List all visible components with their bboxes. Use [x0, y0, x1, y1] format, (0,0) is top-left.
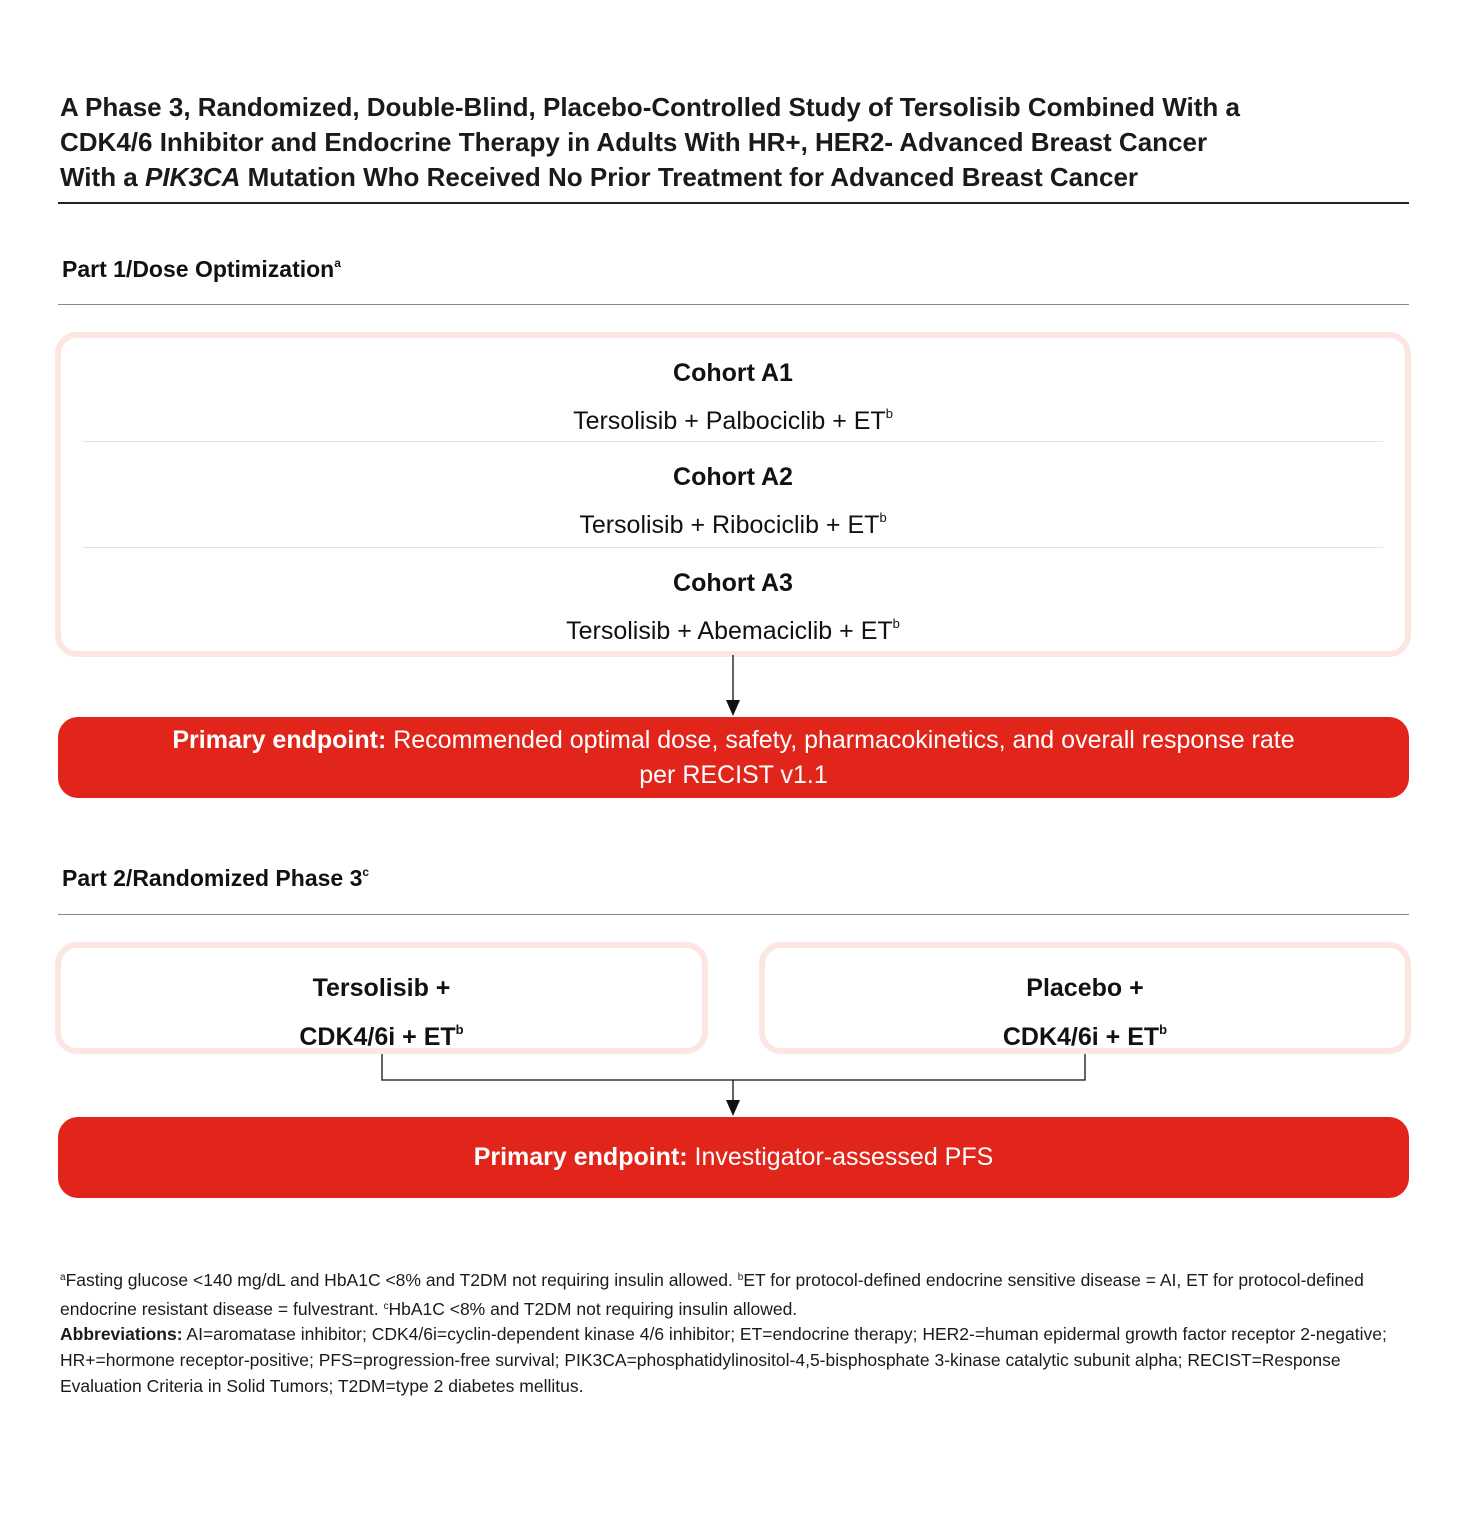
part2-endpoint-text: Primary endpoint: Investigator-assessed … — [474, 1140, 994, 1175]
cohort-a3-name: Cohort A3 — [673, 569, 793, 597]
cohort-a2-footnote: b — [879, 510, 887, 525]
arrowhead-icon — [726, 700, 740, 716]
part1-endpoint-label: Primary endpoint: — [172, 725, 387, 754]
part2-primary-endpoint: Primary endpoint: Investigator-assessed … — [58, 1117, 1409, 1198]
part1-heading-footnote: a — [334, 256, 341, 270]
footnote-b-marker: b — [737, 1272, 744, 1283]
cohort-a3: Cohort A3 Tersolisib + Abemaciclib + ETb — [61, 568, 1405, 646]
part1-primary-endpoint: Primary endpoint: Recommended optimal do… — [58, 717, 1409, 798]
cohort-a3-regimen-text: Tersolisib + Abemaciclib + ET — [566, 617, 893, 645]
part2-heading-footnote: c — [362, 865, 370, 879]
footnote-c: HbA1C <8% and T2DM not requiring insulin… — [388, 1298, 798, 1319]
arm-placebo-footnote: b — [1159, 1022, 1168, 1037]
part1-rule — [58, 304, 1409, 305]
footnote-a-marker: a — [60, 1272, 66, 1283]
arm-placebo: Placebo + CDK4/6i + ETb — [765, 968, 1405, 1058]
cohort-divider — [83, 547, 1383, 548]
arm-tersolisib-line1: Tersolisib + — [312, 974, 451, 1002]
footnotes: aFasting glucose <140 mg/dL and HbA1C <8… — [60, 1265, 1410, 1400]
cohort-divider — [83, 441, 1383, 442]
arm-placebo-line1: Placebo + — [1026, 974, 1144, 1002]
arm-tersolisib-line2-text: CDK4/6i + ET — [299, 1023, 456, 1051]
cohort-box: Cohort A1 Tersolisib + Palbociclib + ETb… — [55, 332, 1411, 657]
part2-rule — [58, 914, 1409, 915]
cohort-a1-footnote: b — [885, 406, 893, 421]
arm-placebo-box: Placebo + CDK4/6i + ETb — [759, 942, 1411, 1054]
part2-heading: Part 2/Randomized Phase 3c — [62, 865, 369, 892]
abbreviations-text: AI=aromatase inhibitor; CDK4/6i=cyclin-d… — [60, 1324, 1387, 1396]
part2-endpoint-value: Investigator-assessed PFS — [687, 1143, 994, 1171]
arrowhead-icon — [726, 1100, 740, 1116]
part1-endpoint-line1: Recommended optimal dose, safety, pharma… — [386, 725, 1295, 754]
arm-tersolisib: Tersolisib + CDK4/6i + ETb — [61, 968, 702, 1058]
arm-placebo-line2: CDK4/6i + ETb — [765, 1009, 1405, 1058]
title-line-3-start: With a — [60, 162, 145, 192]
arm-placebo-line2-text: CDK4/6i + ET — [1002, 1023, 1160, 1051]
cohort-a1-name: Cohort A1 — [673, 359, 793, 387]
title-line-3-end: Mutation Who Received No Prior Treatment… — [240, 162, 1139, 192]
part2-merge-line — [381, 1054, 1086, 1081]
title-line-1: A Phase 3, Randomized, Double-Blind, Pla… — [60, 92, 1240, 122]
cohort-a3-footnote: b — [892, 616, 900, 631]
title-gene-name: PIK3CA — [144, 162, 241, 192]
abbreviations-label: Abbreviations: — [60, 1324, 183, 1345]
footnote-a: Fasting glucose <140 mg/dL and HbA1C <8%… — [65, 1270, 738, 1290]
footnote-b: ET for protocol-defined endocrine sensit… — [60, 1270, 1364, 1319]
cohort-a2-name: Cohort A2 — [673, 463, 793, 491]
arm-tersolisib-box: Tersolisib + CDK4/6i + ETb — [55, 942, 708, 1054]
part2-heading-text: Part 2/Randomized Phase 3 — [62, 865, 363, 891]
part1-heading-text: Part 1/Dose Optimization — [62, 256, 335, 282]
cohort-a2: Cohort A2 Tersolisib + Ribociclib + ETb — [61, 462, 1405, 540]
cohort-a3-regimen: Tersolisib + Abemaciclib + ETb — [61, 609, 1405, 646]
cohort-a2-regimen: Tersolisib + Ribociclib + ETb — [61, 503, 1405, 540]
footnote-c-marker: c — [383, 1300, 389, 1312]
part2-endpoint-label: Primary endpoint: — [473, 1143, 688, 1171]
arm-tersolisib-footnote: b — [455, 1022, 464, 1037]
title-line-3: With a PIK3CA Mutation Who Received No P… — [60, 160, 1410, 195]
study-title: A Phase 3, Randomized, Double-Blind, Pla… — [60, 90, 1410, 195]
part1-endpoint-text: Primary endpoint: Recommended optimal do… — [172, 723, 1294, 793]
cohort-a1: Cohort A1 Tersolisib + Palbociclib + ETb — [61, 358, 1405, 436]
cohort-a1-regimen: Tersolisib + Palbociclib + ETb — [61, 399, 1405, 436]
title-line-2: CDK4/6 Inhibitor and Endocrine Therapy i… — [60, 127, 1208, 157]
arm-tersolisib-line2: CDK4/6i + ETb — [61, 1009, 702, 1058]
title-rule — [58, 202, 1409, 204]
cohort-a1-regimen-text: Tersolisib + Palbociclib + ET — [573, 407, 886, 435]
part1-endpoint-line2: per RECIST v1.1 — [639, 760, 828, 789]
cohort-a2-regimen-text: Tersolisib + Ribociclib + ET — [579, 511, 880, 539]
part1-heading: Part 1/Dose Optimizationa — [62, 256, 341, 283]
